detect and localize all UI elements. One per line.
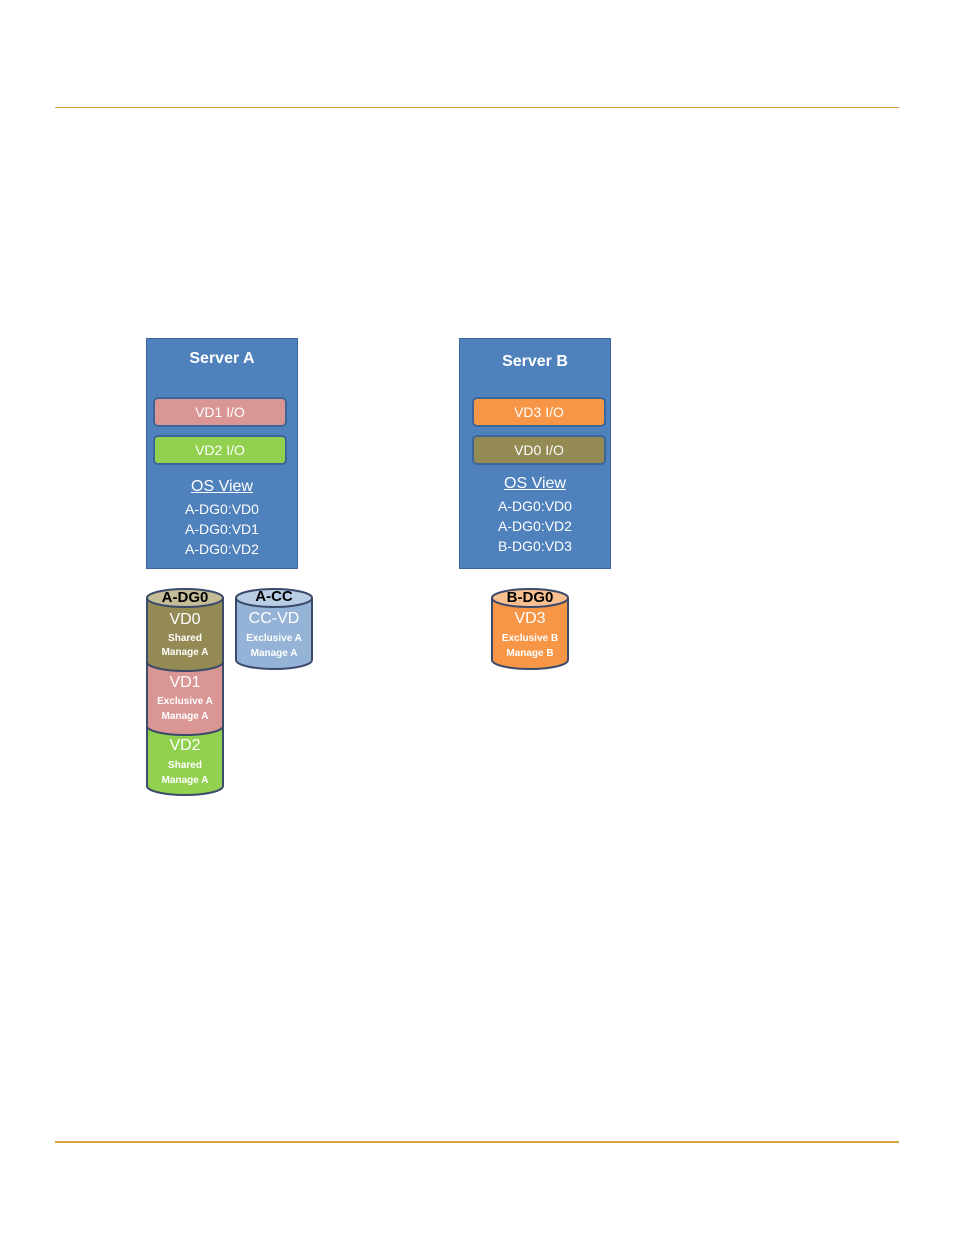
b-dg0-cylinder: B-DG0 VD3 Exclusive B Manage B: [490, 588, 570, 673]
vd3-manage: Manage B: [506, 648, 554, 659]
server-a-os-view-line: A-DG0:VD2: [185, 541, 259, 557]
b-dg0-cylinder-shape: [491, 588, 569, 670]
server-b-vd0-io: VD0 I/O: [472, 435, 606, 465]
vd3-name: VD3: [514, 610, 546, 627]
vd0-name: VD0: [169, 611, 201, 628]
a-cc-cylinder-shape: [235, 588, 313, 670]
vd0-manage: Manage A: [161, 647, 209, 658]
a-dg0-label: A-DG0: [161, 589, 209, 606]
server-b-box: Server B VD3 I/O VD0 I/O OS View A-DG0:V…: [459, 338, 611, 569]
b-dg0-label: B-DG0: [506, 589, 554, 606]
server-a-os-view-line: A-DG0:VD0: [185, 501, 259, 517]
a-dg0-cylinder-shape: [146, 588, 224, 796]
vd1-sharing: Exclusive A: [157, 696, 213, 707]
vd2-sharing: Shared: [168, 760, 202, 771]
vd2-manage: Manage A: [161, 775, 209, 786]
server-a-os-view-title: OS View: [191, 478, 253, 495]
server-a-title: Server A: [189, 350, 255, 367]
vd2-name: VD2: [169, 737, 201, 754]
a-cc-label: A-CC: [255, 588, 293, 605]
a-cc-cylinder: A-CC CC-VD Exclusive A Manage A: [234, 588, 314, 673]
server-a-vd2-io: VD2 I/O: [153, 435, 287, 465]
server-b-os-view-line: B-DG0:VD3: [498, 538, 572, 554]
server-b-vd3-io: VD3 I/O: [472, 397, 606, 427]
vd1-manage: Manage A: [161, 711, 209, 722]
header-rule: [55, 107, 899, 108]
server-b-os-view-title: OS View: [504, 475, 566, 492]
server-a-box: Server A VD1 I/O VD2 I/O OS View A-DG0:V…: [146, 338, 298, 569]
server-a-vd1-io: VD1 I/O: [153, 397, 287, 427]
server-b-os-view-line: A-DG0:VD2: [498, 518, 572, 534]
vd1-name: VD1: [169, 674, 201, 691]
a-dg0-cylinder: A-DG0 VD0 Shared Manage A VD1 Exclusive …: [145, 588, 225, 800]
cc-vd-name: CC-VD: [248, 610, 300, 627]
server-b-title: Server B: [502, 353, 568, 370]
cc-vd-manage: Manage A: [250, 648, 298, 659]
server-a-os-view-line: A-DG0:VD1: [185, 521, 259, 537]
vd0-sharing: Shared: [168, 633, 202, 644]
vd3-sharing: Exclusive B: [501, 633, 559, 644]
server-b-os-view-line: A-DG0:VD0: [498, 498, 572, 514]
footer-rule: [55, 1141, 899, 1143]
cc-vd-sharing: Exclusive A: [246, 633, 302, 644]
